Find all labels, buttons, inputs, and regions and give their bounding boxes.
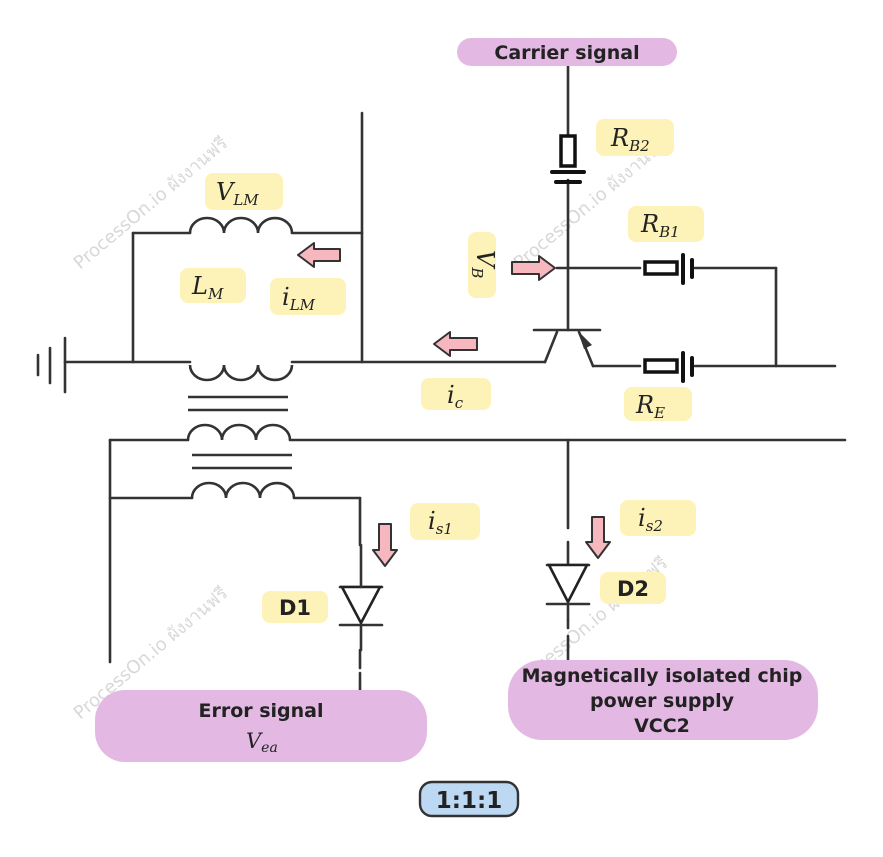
svg-text:VLM: VLM [216, 178, 259, 209]
label-is2: is2 [620, 500, 696, 536]
label-vb: VB [468, 232, 499, 298]
svg-text:VB: VB [468, 250, 499, 278]
svg-text:RE: RE [635, 391, 665, 422]
secondary-wiring [108, 438, 847, 692]
svg-text:VCC2: VCC2 [634, 715, 690, 737]
svg-text:Magnetically isolated chip: Magnetically isolated chip [522, 665, 803, 687]
secondary-winding-2 [190, 481, 296, 499]
base-network [555, 62, 837, 368]
svg-text:1:1:1: 1:1:1 [436, 788, 502, 814]
diode-d2 [545, 563, 591, 622]
ground-symbol [36, 336, 67, 394]
ilm-arrow-icon [297, 242, 341, 268]
svg-text:power supply: power supply [590, 690, 735, 712]
label-rb2: RB2 [596, 119, 674, 156]
svg-text:Carrier signal: Carrier signal [494, 42, 639, 64]
resistor-re [643, 351, 694, 383]
label-is1: is1 [410, 503, 480, 540]
svg-text:D2: D2 [617, 577, 649, 601]
label-d2: D2 [600, 572, 666, 604]
svg-text:ic: ic [447, 381, 464, 412]
label-ilm: iLM [270, 278, 346, 315]
primary-wiring [63, 111, 547, 364]
resistor-rb1 [643, 253, 694, 285]
svg-text:Error signal: Error signal [198, 700, 323, 722]
error-signal-pill: Error signal Vea [95, 690, 427, 762]
label-lm: LM [180, 268, 246, 303]
svg-text:is1: is1 [428, 507, 453, 538]
svg-text:D1: D1 [279, 596, 311, 620]
secondary-winding-1 [186, 423, 292, 441]
svg-text:iLM: iLM [282, 283, 316, 314]
label-rb1: RB1 [628, 206, 704, 242]
transformer [186, 364, 296, 499]
ic-arrow-icon [433, 331, 478, 357]
svg-text:is2: is2 [638, 504, 663, 535]
is2-arrow-icon [585, 516, 611, 559]
emitter-arrow-icon [578, 331, 592, 349]
vb-arrow-icon [511, 255, 556, 281]
diode-d1 [338, 543, 384, 652]
magnetizing-inductor [188, 216, 294, 234]
power-supply-pill: Magnetically isolated chip power supply … [508, 660, 818, 740]
label-vlm: VLM [205, 173, 283, 210]
watermarks: ProcessOn.io ผังงานฟรี ProcessOn.io ผังง… [70, 133, 673, 724]
svg-text:LM: LM [191, 272, 224, 303]
resistor-rb2 [550, 134, 586, 184]
svg-text:RB2: RB2 [610, 124, 650, 155]
label-re: RE [624, 387, 692, 422]
label-d1: D1 [262, 591, 328, 623]
carrier-signal-pill: Carrier signal [457, 38, 677, 66]
svg-text:Vea: Vea [246, 729, 278, 756]
svg-text:RB1: RB1 [640, 210, 680, 241]
transistor [532, 328, 602, 368]
ratio-badge: 1:1:1 [418, 780, 520, 818]
primary-winding [188, 364, 294, 382]
label-ic: ic [421, 378, 491, 412]
is1-arrow-icon [372, 523, 398, 567]
